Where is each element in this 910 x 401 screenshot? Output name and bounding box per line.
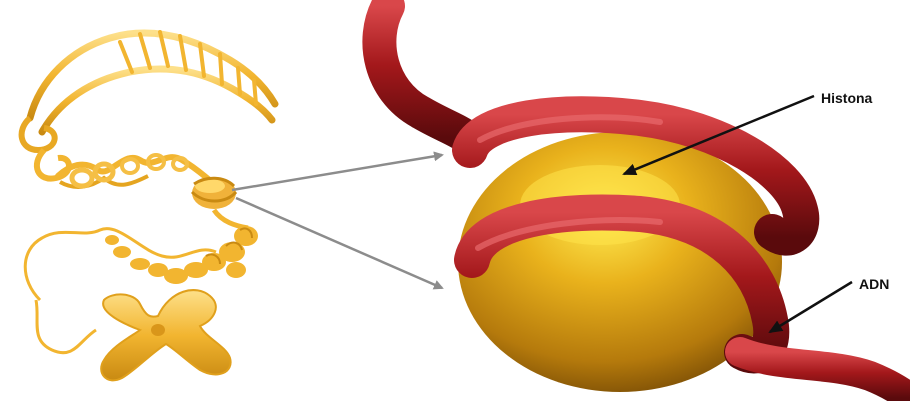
- dna-strand-outgoing: [740, 352, 910, 398]
- nucleosome-small: [192, 177, 248, 228]
- chromosome: [101, 290, 230, 380]
- dna-strand-incoming: [379, 6, 468, 138]
- dna-label: ADN: [859, 276, 889, 292]
- nucleosome-large: [379, 6, 910, 398]
- dna-coiled-fiber: [58, 155, 212, 187]
- zoom-arrow-upper: [232, 155, 442, 190]
- histone-label: Histona: [821, 90, 872, 106]
- zoom-arrow-lower: [236, 198, 442, 288]
